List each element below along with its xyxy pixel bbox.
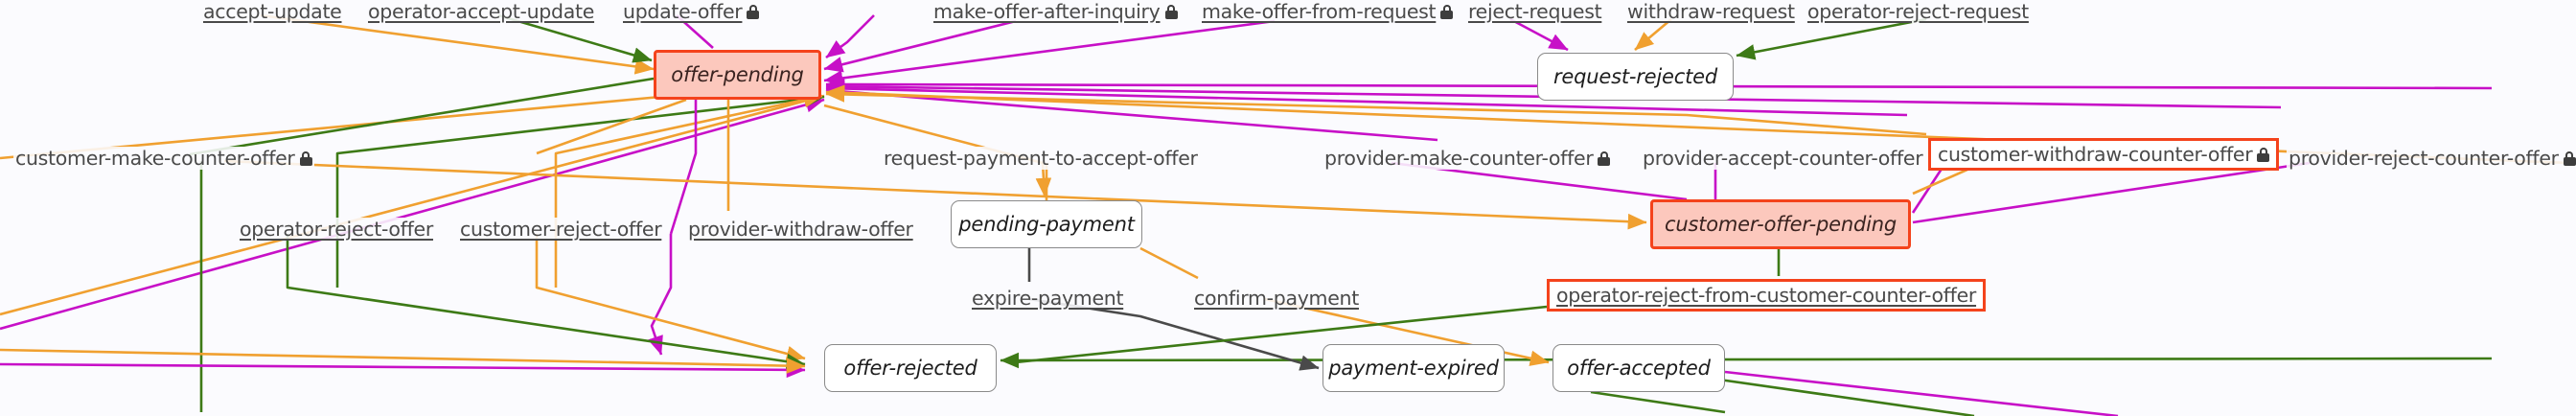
state-node-pending-payment[interactable]: pending-payment [951, 200, 1142, 248]
transition-label-make-offer-from-request[interactable]: make-offer-from-request [1200, 0, 1456, 23]
state-node-offer-pending[interactable]: offer-pending [654, 50, 821, 100]
transition-label-customer-make-counter-offer[interactable]: customer-make-counter-offer [13, 147, 314, 170]
state-label: request-rejected [1552, 65, 1717, 88]
transition-text: make-offer-from-request [1202, 0, 1437, 23]
transition-text: provider-accept-counter-offer [1643, 147, 1923, 170]
transition-label-customer-reject-offer[interactable]: customer-reject-offer [458, 218, 664, 241]
transition-label-request-payment-to-accept-offer[interactable]: request-payment-to-accept-offer [882, 147, 1200, 170]
state-label: payment-expired [1328, 357, 1499, 380]
transition-label-provider-withdraw-offer[interactable]: provider-withdraw-offer [686, 218, 915, 241]
transition-text: reject-request [1468, 0, 1602, 23]
transition-text: customer-make-counter-offer [15, 147, 295, 170]
state-node-offer-accepted[interactable]: offer-accepted [1552, 344, 1725, 392]
transition-label-customer-withdraw-counter-offer[interactable]: customer-withdraw-counter-offer [1928, 138, 2280, 171]
transition-text: confirm-payment [1194, 287, 1359, 310]
transition-text: request-payment-to-accept-offer [884, 147, 1198, 170]
transition-text: customer-reject-offer [460, 218, 662, 241]
transition-label-operator-reject-offer[interactable]: operator-reject-offer [238, 218, 435, 241]
transition-text: make-offer-after-inquiry [933, 0, 1161, 23]
transition-label-operator-reject-request[interactable]: operator-reject-request [1806, 0, 2031, 23]
transition-text: provider-make-counter-offer [1324, 147, 1594, 170]
transition-label-operator-accept-update[interactable]: operator-accept-update [366, 0, 597, 23]
lock-icon [1164, 4, 1178, 19]
state-node-payment-expired[interactable]: payment-expired [1322, 344, 1505, 392]
lock-icon [2257, 147, 2270, 162]
transition-label-operator-reject-from-customer-counter-offer[interactable]: operator-reject-from-customer-counter-of… [1547, 279, 1987, 312]
transition-text: operator-reject-request [1807, 0, 2029, 23]
state-node-offer-rejected[interactable]: offer-rejected [824, 344, 997, 392]
transition-label-provider-make-counter-offer[interactable]: provider-make-counter-offer [1322, 147, 1613, 170]
state-label: offer-accepted [1567, 357, 1711, 380]
transition-label-update-offer[interactable]: update-offer [621, 0, 762, 23]
lock-icon [2563, 150, 2576, 166]
transition-text: provider-withdraw-offer [688, 218, 913, 241]
state-node-request-rejected[interactable]: request-rejected [1537, 53, 1734, 101]
state-node-customer-offer-pending[interactable]: customer-offer-pending [1650, 199, 1911, 249]
transition-text: update-offer [623, 0, 743, 23]
transition-label-withdraw-request[interactable]: withdraw-request [1625, 0, 1797, 23]
transition-text: operator-accept-update [368, 0, 595, 23]
transition-label-provider-accept-counter-offer[interactable]: provider-accept-counter-offer [1641, 147, 1925, 170]
transition-text: accept-update [203, 0, 342, 23]
transition-label-confirm-payment[interactable]: confirm-payment [1192, 287, 1361, 310]
transition-label-provider-reject-counter-offer[interactable]: provider-reject-counter-offer [2287, 147, 2576, 170]
transition-text: withdraw-request [1627, 0, 1795, 23]
transition-text: expire-payment [972, 287, 1124, 310]
transition-text: provider-reject-counter-offer [2288, 147, 2559, 170]
transition-text: operator-reject-from-customer-counter-of… [1556, 284, 1977, 307]
lock-icon [1440, 4, 1454, 19]
state-label: offer-rejected [843, 357, 978, 380]
lock-icon [747, 4, 760, 19]
lock-icon [299, 150, 312, 166]
transition-label-expire-payment[interactable]: expire-payment [970, 287, 1126, 310]
transition-text: operator-reject-offer [240, 218, 433, 241]
lock-icon [1598, 150, 1611, 166]
state-label: pending-payment [958, 213, 1135, 236]
transition-label-accept-update[interactable]: accept-update [201, 0, 344, 23]
transition-label-reject-request[interactable]: reject-request [1466, 0, 1604, 23]
transition-text: customer-withdraw-counter-offer [1938, 143, 2253, 166]
state-label: offer-pending [671, 63, 804, 86]
transition-label-make-offer-after-inquiry[interactable]: make-offer-after-inquiry [932, 0, 1180, 23]
state-label: customer-offer-pending [1665, 213, 1897, 236]
